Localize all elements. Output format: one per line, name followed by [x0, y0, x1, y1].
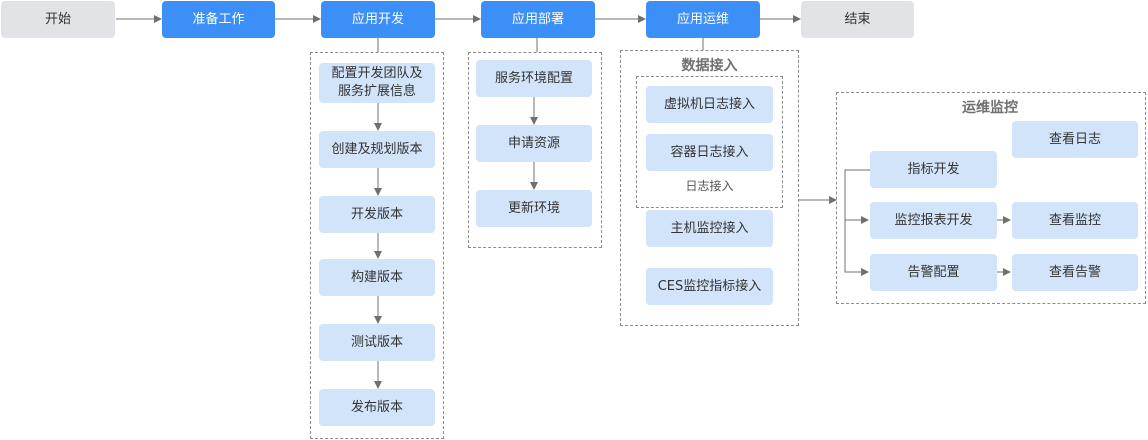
- develop-step-develop-version: 开发版本: [319, 196, 435, 233]
- vm-log-access: 虚拟机日志接入: [646, 86, 773, 123]
- stage-start: 开始: [1, 1, 115, 38]
- monitor-report-development: 监控报表开发: [870, 202, 997, 239]
- view-alarms: 查看告警: [1012, 254, 1138, 291]
- deploy-step-request-resources: 申请资源: [476, 125, 592, 162]
- stage-end: 结束: [801, 1, 914, 38]
- ces-monitor-access: CES监控指标接入: [646, 268, 773, 305]
- view-monitoring: 查看监控: [1012, 202, 1138, 239]
- deploy-step-env-config: 服务环境配置: [476, 60, 592, 97]
- container-log-access: 容器日志接入: [646, 134, 773, 171]
- develop-step-release-version: 发布版本: [319, 389, 435, 426]
- alarm-configuration: 告警配置: [870, 254, 997, 291]
- metric-development: 指标开发: [870, 151, 997, 188]
- deploy-steps-group: [468, 52, 602, 248]
- branch-to-metric-dev: [844, 169, 870, 276]
- log-access-label: 日志接入: [685, 179, 734, 193]
- stage-operate: 应用运维: [646, 1, 760, 38]
- ops-monitoring-title: 运维监控: [962, 100, 1018, 116]
- host-monitor-access: 主机监控接入: [646, 210, 773, 247]
- develop-step-plan-version: 创建及规划版本: [319, 131, 435, 168]
- develop-step-test-version: 测试版本: [319, 324, 435, 361]
- data-access-group: [620, 50, 799, 326]
- stage-prepare: 准备工作: [162, 1, 275, 38]
- stage-deploy: 应用部署: [481, 1, 595, 38]
- develop-steps-group: [310, 52, 444, 439]
- view-logs: 查看日志: [1012, 121, 1138, 158]
- data-access-title: 数据接入: [681, 58, 738, 74]
- deploy-step-update-env: 更新环境: [476, 190, 592, 227]
- develop-step-build-version: 构建版本: [319, 259, 435, 296]
- log-access-subgroup: [636, 76, 783, 208]
- ops-monitoring-group: [836, 92, 1146, 304]
- stage-develop: 应用开发: [321, 1, 435, 38]
- develop-step-configure-team: 配置开发团队及服务扩展信息: [319, 63, 435, 103]
